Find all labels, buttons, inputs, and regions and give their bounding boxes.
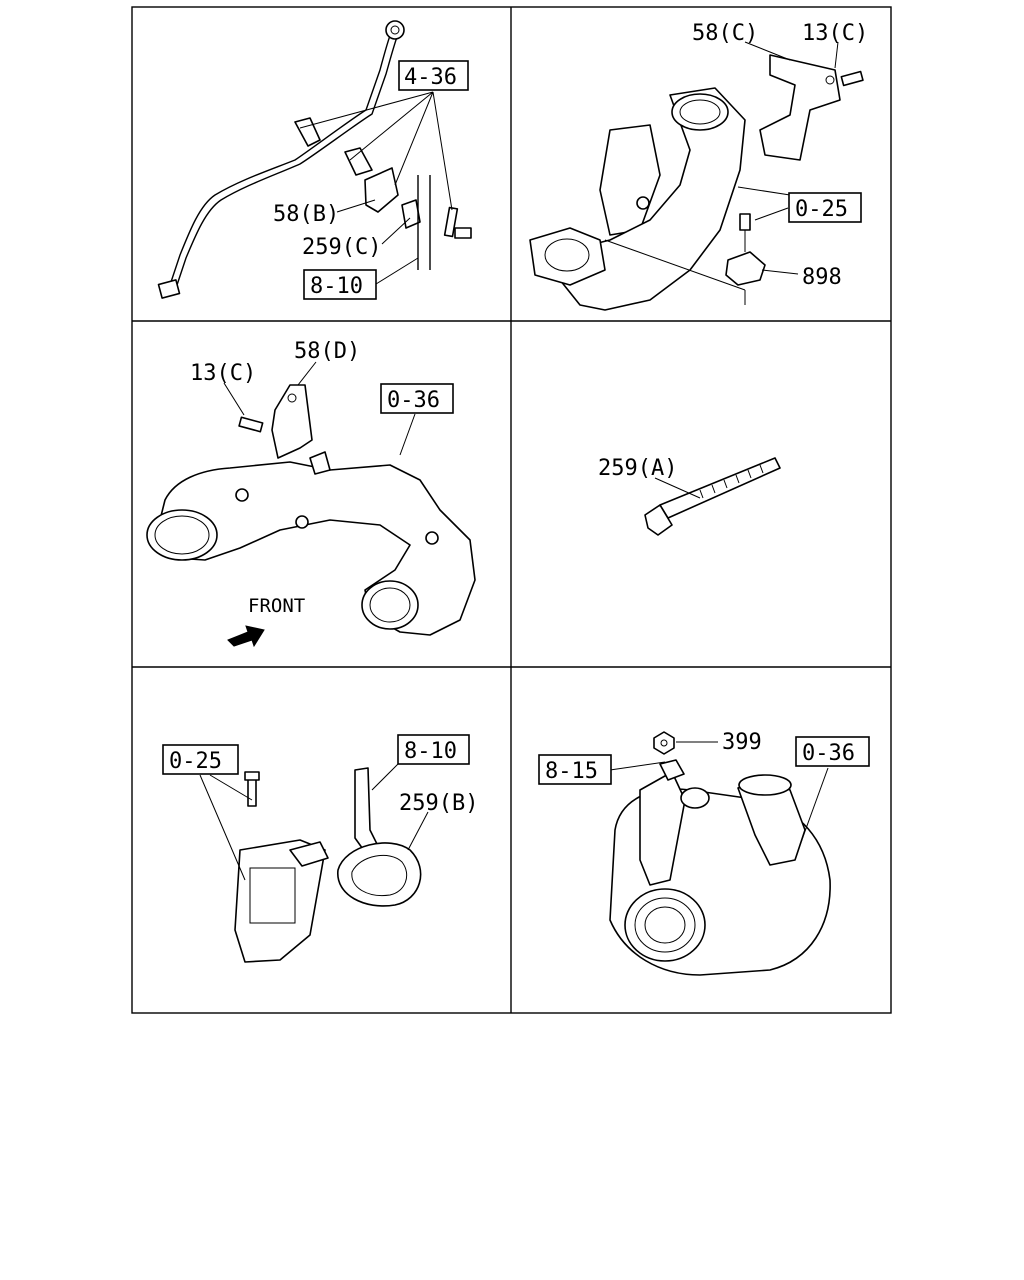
bracket-c-drawing xyxy=(759,54,864,161)
bracket-d-drawing xyxy=(238,384,313,459)
ref-box xyxy=(162,744,239,775)
panel-mid-left: 58(D) 13(C) 0-36 FRONT xyxy=(146,339,476,648)
part-label: 399 xyxy=(722,730,762,755)
ref-box xyxy=(303,269,377,300)
ref-label: 8-15 xyxy=(545,759,598,784)
part-label: 259(C) xyxy=(302,235,381,260)
front-label: FRONT xyxy=(248,595,305,617)
part-label: 58(D) xyxy=(294,339,360,364)
ref-label: 0-25 xyxy=(169,749,222,774)
ref-label: 0-25 xyxy=(795,197,848,222)
panel-mid-right: 259(A) xyxy=(598,456,781,536)
ref-box xyxy=(380,383,454,414)
ref-box xyxy=(788,192,862,223)
part-label: 898 xyxy=(802,265,842,290)
ref-label: 0-36 xyxy=(387,388,440,413)
part-label: 13(C) xyxy=(190,361,256,386)
leader-lines xyxy=(223,361,416,456)
hose-drawing xyxy=(337,767,422,907)
sensor-898-drawing xyxy=(725,213,766,286)
leader-lines xyxy=(199,761,429,881)
front-arrow-icon xyxy=(227,625,265,648)
diagram-grid xyxy=(131,6,892,1014)
ref-box xyxy=(538,754,612,785)
panel-top-left: 4-36 58(B) 259(C) 8-10 xyxy=(157,20,472,300)
part-label: 13(C) xyxy=(802,21,868,46)
part-label: 259(A) xyxy=(598,456,677,481)
part-label: 259(B) xyxy=(399,791,478,816)
leader-lines xyxy=(299,91,453,285)
leader-lines xyxy=(609,741,829,846)
ref-box xyxy=(398,60,469,91)
ref-label: 8-10 xyxy=(310,274,363,299)
panel-bottom-right: 399 8-15 0-36 xyxy=(538,730,870,976)
sensor-drawing xyxy=(234,771,329,963)
exhaust-pipe-drawing xyxy=(529,87,746,311)
panel-top-right: 58(C) 13(C) 0-25 898 xyxy=(529,21,868,311)
ref-label: 8-10 xyxy=(404,739,457,764)
cable-tie-drawing xyxy=(644,457,781,536)
ref-box xyxy=(795,736,870,767)
ref-label: 0-36 xyxy=(802,741,855,766)
panel-bottom-left: 0-25 8-10 259(B) xyxy=(162,734,478,963)
leader-line xyxy=(654,477,701,499)
oil-pipe-drawing xyxy=(157,20,405,299)
ref-label: 4-36 xyxy=(404,65,457,90)
ref-box xyxy=(397,734,470,765)
leader-lines xyxy=(604,41,839,305)
turbocharger-drawing xyxy=(609,731,831,976)
part-label: 58(B) xyxy=(273,202,339,227)
intake-pipe-drawing xyxy=(146,451,476,636)
part-label: 58(C) xyxy=(692,21,758,46)
